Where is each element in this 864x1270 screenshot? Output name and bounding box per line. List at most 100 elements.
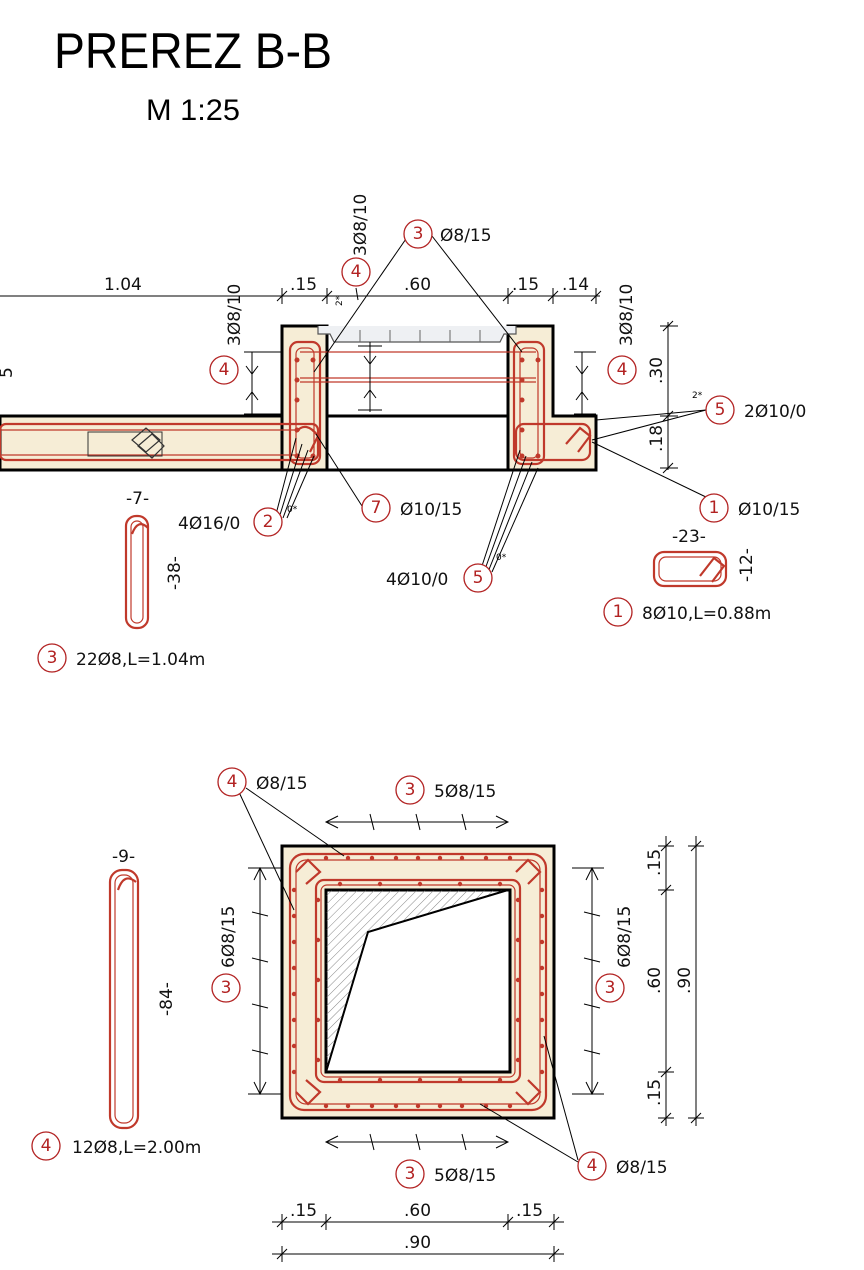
dim-18: .18 bbox=[647, 425, 667, 452]
right-wall-stirrup-inner bbox=[519, 347, 539, 459]
dim-14: .14 bbox=[562, 275, 589, 295]
plan-rebar-dots bbox=[291, 855, 545, 1109]
bar-4-side-dim: -84- bbox=[157, 982, 177, 1016]
callout-1-circle bbox=[699, 493, 729, 523]
rebar-dots bbox=[294, 357, 541, 459]
plan-callout-3-left-circle bbox=[211, 973, 241, 1003]
plan-dim-v60: .60 bbox=[645, 967, 665, 994]
bar-3-shape bbox=[124, 514, 150, 630]
plan-hook-tl bbox=[295, 858, 322, 885]
top-dimension bbox=[0, 288, 602, 304]
plan-callout-3-top-num: 3 bbox=[405, 780, 416, 800]
plan-callout-3-left-text: 6Ø8/15 bbox=[219, 906, 239, 968]
callout-1-text: Ø10/15 bbox=[738, 500, 800, 520]
bar-4-label: 12Ø8,L=2.00m bbox=[72, 1138, 201, 1158]
callout-4-left-num: 4 bbox=[219, 360, 230, 380]
callout-2-circle bbox=[253, 507, 283, 537]
callout-5-lower-num: 5 bbox=[473, 568, 484, 588]
plan-hook-tr bbox=[515, 858, 542, 885]
callout-7-circle bbox=[361, 493, 391, 523]
plan-callout-3-top-text: 5Ø8/15 bbox=[434, 782, 496, 802]
plan-leaders bbox=[237, 787, 579, 1163]
leader-lines bbox=[274, 235, 709, 573]
dim-cut-left: 5 bbox=[0, 367, 17, 378]
bar-shape-4: -9- -84- 4 12Ø8,L=2.00m bbox=[31, 847, 201, 1161]
plan-dim-h60: .60 bbox=[404, 1201, 431, 1221]
right-slab-stirrup bbox=[514, 422, 592, 462]
grating-icon bbox=[317, 326, 517, 343]
bar-1-hook bbox=[699, 556, 726, 583]
plan-callout-4-tl-text: Ø8/15 bbox=[256, 774, 308, 794]
plan-callout-3-bottom-circle bbox=[395, 1159, 425, 1189]
callout-3-num: 3 bbox=[413, 224, 424, 244]
zero-star-left: 0* bbox=[287, 505, 298, 515]
label-3o8-10-top: 3Ø8/10 bbox=[351, 194, 371, 256]
plan-dim-h90: .90 bbox=[404, 1233, 431, 1253]
plan-callout-4-br-num: 4 bbox=[587, 1156, 598, 1176]
plan-dim-v15a: .15 bbox=[645, 849, 665, 876]
plan-callout-3-top-circle bbox=[395, 775, 425, 805]
bar-1-top-dim: -23- bbox=[672, 527, 706, 547]
plan-view: .15 .60 .15 .90 .15 .60 .15 .90 4 Ø8/ bbox=[211, 767, 704, 1262]
right-wall-stirrup bbox=[512, 340, 546, 466]
plan-stirrup-inner bbox=[314, 878, 522, 1084]
plan-stirrup-outer bbox=[288, 852, 548, 1112]
section-view: 1.04 .15 .60 .15 .14 5 2* 3Ø8/10 3Ø8/10 … bbox=[0, 194, 806, 593]
plan-callout-3-right-num: 3 bbox=[605, 978, 616, 998]
plan-callout-3-bottom-text: 5Ø8/15 bbox=[434, 1166, 496, 1186]
bar-1-side-dim: -12- bbox=[737, 548, 757, 582]
callout-4-right-num: 4 bbox=[617, 360, 628, 380]
callout-5-lower-circle bbox=[463, 563, 493, 593]
dim-60: .60 bbox=[404, 275, 431, 295]
dim-15-left: .15 bbox=[290, 275, 317, 295]
label-3o8-10-left: 3Ø8/10 bbox=[225, 284, 245, 346]
bar-4-shape-inner bbox=[114, 874, 134, 1124]
plan-callout-4-br-circle bbox=[577, 1151, 607, 1181]
plan-callout-3-bottom-num: 3 bbox=[405, 1164, 416, 1184]
plan-distribution-lines bbox=[248, 813, 604, 1151]
dim-30: .30 bbox=[647, 357, 667, 384]
callout-5-upper-circle bbox=[705, 395, 735, 425]
plan-callout-4-tl-circle bbox=[217, 767, 247, 797]
dim-15-right: .15 bbox=[512, 275, 539, 295]
plan-dim-v90: .90 bbox=[675, 967, 695, 994]
bar-1-shape bbox=[652, 550, 728, 588]
callout-2-text: 4Ø16/0 bbox=[178, 514, 240, 534]
bar-1-callout-num: 1 bbox=[613, 602, 624, 622]
bar-3-side-dim: -38- bbox=[165, 556, 185, 590]
bar-3-callout-circle bbox=[37, 643, 67, 673]
callout-4-top-circle bbox=[341, 257, 371, 287]
plan-stirrup-inner-2 bbox=[320, 884, 516, 1078]
plan-dim-h15a: .15 bbox=[290, 1201, 317, 1221]
bar-4-callout-circle bbox=[31, 1131, 61, 1161]
zero-star-right: 0* bbox=[496, 553, 507, 563]
right-hook bbox=[565, 426, 592, 453]
insert-detail-icon bbox=[131, 427, 165, 459]
callout-7-num: 7 bbox=[371, 498, 382, 518]
plan-callout-4-tl-num: 4 bbox=[227, 772, 238, 792]
bar-4-top-dim: -9- bbox=[112, 847, 135, 867]
callout-4-left-circle bbox=[209, 355, 239, 385]
callout-4-top-num: 4 bbox=[351, 262, 362, 282]
callout-5-upper-text: 2Ø10/0 bbox=[744, 402, 806, 422]
callout-4-right-circle bbox=[607, 355, 637, 385]
vertical-brackets bbox=[244, 320, 678, 474]
bar-3-hook bbox=[130, 523, 149, 535]
bar-1-callout-circle bbox=[603, 597, 633, 627]
plan-callout-4-br-text: Ø8/15 bbox=[616, 1158, 668, 1178]
plan-dim-v15b: .15 bbox=[645, 1079, 665, 1106]
plan-callout-3-left-num: 3 bbox=[221, 978, 232, 998]
plan-bottom-dims bbox=[272, 1214, 564, 1262]
left-wall-stirrup bbox=[288, 340, 322, 466]
plan-hatch-edge bbox=[325, 889, 509, 1073]
plan-callout-3-right-text: 6Ø8/15 bbox=[615, 906, 635, 968]
plan-right-dims bbox=[658, 836, 704, 1126]
slab-rebar bbox=[0, 422, 320, 462]
bar-3-shape-inner bbox=[130, 520, 144, 624]
bar-3-label: 22Ø8,L=1.04m bbox=[76, 650, 205, 670]
callout-2-num: 2 bbox=[263, 512, 274, 532]
drawing-title: PREREZ B-B bbox=[54, 23, 332, 79]
callout-1-num: 1 bbox=[709, 498, 720, 518]
bar-1-label: 8Ø10,L=0.88m bbox=[642, 604, 771, 624]
